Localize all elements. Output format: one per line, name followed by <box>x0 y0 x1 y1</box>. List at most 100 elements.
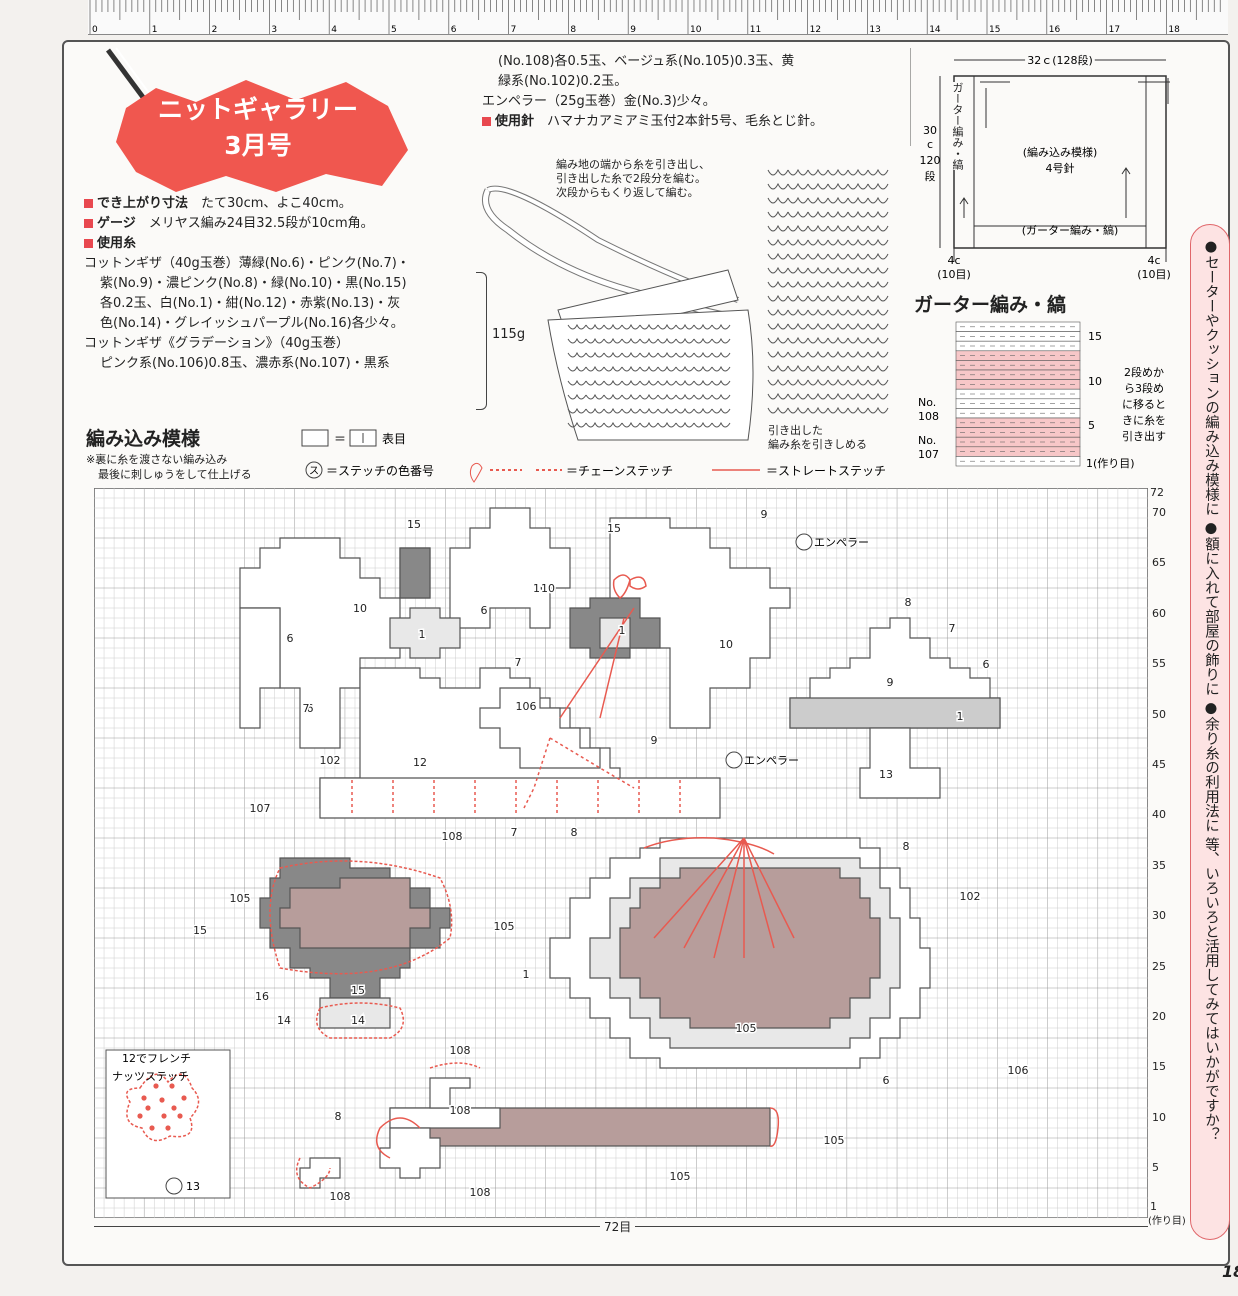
knit-stitch <box>827 182 849 190</box>
flower-chain <box>375 1117 421 1159</box>
knit-stitch <box>847 308 869 316</box>
ruler-label: 6 <box>451 25 457 34</box>
yarn-label: 使用糸 <box>97 236 137 251</box>
knit-stitch <box>657 379 677 386</box>
illus-note-line: 編み地の端から糸を引き出し、 <box>556 158 710 171</box>
garter-note: 2段めか <box>1124 365 1164 379</box>
knit-stitch <box>603 337 623 344</box>
knit-stitch <box>711 323 731 330</box>
size-label: でき上がり寸法 <box>97 196 189 211</box>
knit-stitch <box>639 421 659 428</box>
knit-stitch <box>639 351 659 358</box>
knit-stitch <box>767 210 789 218</box>
knit-stitch <box>621 323 641 330</box>
knit-stitch <box>767 406 789 414</box>
yarn-line: ピンク系(No.106)0.8玉、濃赤系(No.107)・黒系 <box>100 356 390 371</box>
knit-stitch <box>807 364 829 372</box>
knit-stitch <box>827 322 849 330</box>
knit-stitch <box>585 323 605 330</box>
legend-su-label: ＝ステッチの色番号 <box>326 464 434 478</box>
motif-stand-base <box>789 697 1001 729</box>
knit-stitch <box>827 294 849 302</box>
knit-stitch <box>787 252 809 260</box>
garter-row: 1(作り目) <box>1086 457 1135 470</box>
ruler-label: 13 <box>869 25 880 34</box>
knit-stitch <box>693 393 713 400</box>
y-tick: 35 <box>1152 858 1166 872</box>
knit-stitch <box>867 238 889 246</box>
knit-stitch <box>675 351 695 358</box>
knit-stitch <box>867 322 889 330</box>
knit-stitch <box>827 224 849 232</box>
knit-stitch <box>657 351 677 358</box>
knit-stitch <box>827 378 849 386</box>
pull-note-line: 引き出した <box>768 424 823 437</box>
needle-value: ハマナカアミアミ玉付2本針5号、毛糸とじ針。 <box>547 114 824 129</box>
chart-label: 7 <box>303 702 310 715</box>
motif-shell-inner <box>619 867 881 1029</box>
chart-label: 7 <box>515 656 522 669</box>
garter-row: 10 <box>1088 375 1102 388</box>
knitting-illustration <box>482 168 889 441</box>
chart-label: エンペラー <box>814 536 869 549</box>
brace <box>476 272 487 410</box>
chart-label: 15 <box>193 924 207 937</box>
knit-stitch <box>621 407 641 414</box>
layout-diagram: 32ｃ(128段) 30 c 120 段 (編み込み模様) 4号針 (ガーター編… <box>910 48 1171 281</box>
french-knot <box>171 1105 177 1111</box>
knit-stitch <box>807 392 829 400</box>
knit-stitch <box>807 196 829 204</box>
knit-stitch <box>767 294 789 302</box>
knit-stitch <box>767 266 789 274</box>
knit-stitch <box>767 224 789 232</box>
knit-stitch <box>767 252 789 260</box>
knit-stitch <box>787 406 809 414</box>
chart-label: 14 <box>351 1014 365 1027</box>
knit-stitch <box>827 280 849 288</box>
knit-stitch <box>807 336 829 344</box>
chart-label: エンペラー <box>744 754 799 767</box>
illus-note-line: 次段からもくり返して編む。 <box>556 186 699 199</box>
motif-leaf-left <box>239 537 401 749</box>
knit-stitch <box>767 322 789 330</box>
knit-stitch <box>567 421 587 428</box>
layout-left-dim: c <box>927 138 933 151</box>
knit-stitch <box>827 392 849 400</box>
french-knot-box <box>105 1049 231 1199</box>
no108: 108 <box>918 410 939 423</box>
knit-stitch <box>639 337 659 344</box>
specs-block: でき上がり寸法 たて30cm、よこ40cm。 ゲージ メリヤス編み24目32.5… <box>84 194 494 374</box>
side-text: ●セーターやクッションの編み込み模様に ●額に入れて部屋の飾りに ●余り糸の利用… <box>1203 239 1219 1142</box>
knit-stitch <box>827 336 849 344</box>
knit-stitch <box>847 238 869 246</box>
knit-stitch <box>567 379 587 386</box>
chart-label: 105 <box>230 892 251 905</box>
knit-stitch <box>807 322 829 330</box>
chart-label: 8 <box>903 840 910 853</box>
knit-stitch <box>847 196 869 204</box>
title-badge: ニットギャラリー 3月号 <box>105 47 408 192</box>
ruler-label: 8 <box>570 25 576 34</box>
ruler-label: 15 <box>989 25 1000 34</box>
layout-left-dim: 30 <box>923 124 937 137</box>
knit-stitch <box>867 294 889 302</box>
knit-stitch <box>807 266 829 274</box>
chart-label: 102 <box>960 890 981 903</box>
chart-label: 10 <box>353 602 367 615</box>
french-knot <box>141 1095 147 1101</box>
page-number: 18 <box>1222 1262 1238 1281</box>
knit-stitch <box>603 421 623 428</box>
layout-top: 32ｃ(128段) <box>1027 53 1093 67</box>
garter-row: 5 <box>1088 419 1095 432</box>
knit-stitch <box>675 365 695 372</box>
knit-stitch <box>807 238 829 246</box>
knit-stitch <box>585 393 605 400</box>
chart-label: 9 <box>761 508 768 521</box>
motif-dolls-inner <box>479 687 601 769</box>
french-knot <box>145 1105 151 1111</box>
chain-stitch <box>549 737 635 789</box>
motif-leaf-left-low <box>239 607 281 729</box>
knit-stitch <box>767 378 789 386</box>
no107: No. <box>918 434 936 447</box>
knit-stitch <box>847 266 869 274</box>
